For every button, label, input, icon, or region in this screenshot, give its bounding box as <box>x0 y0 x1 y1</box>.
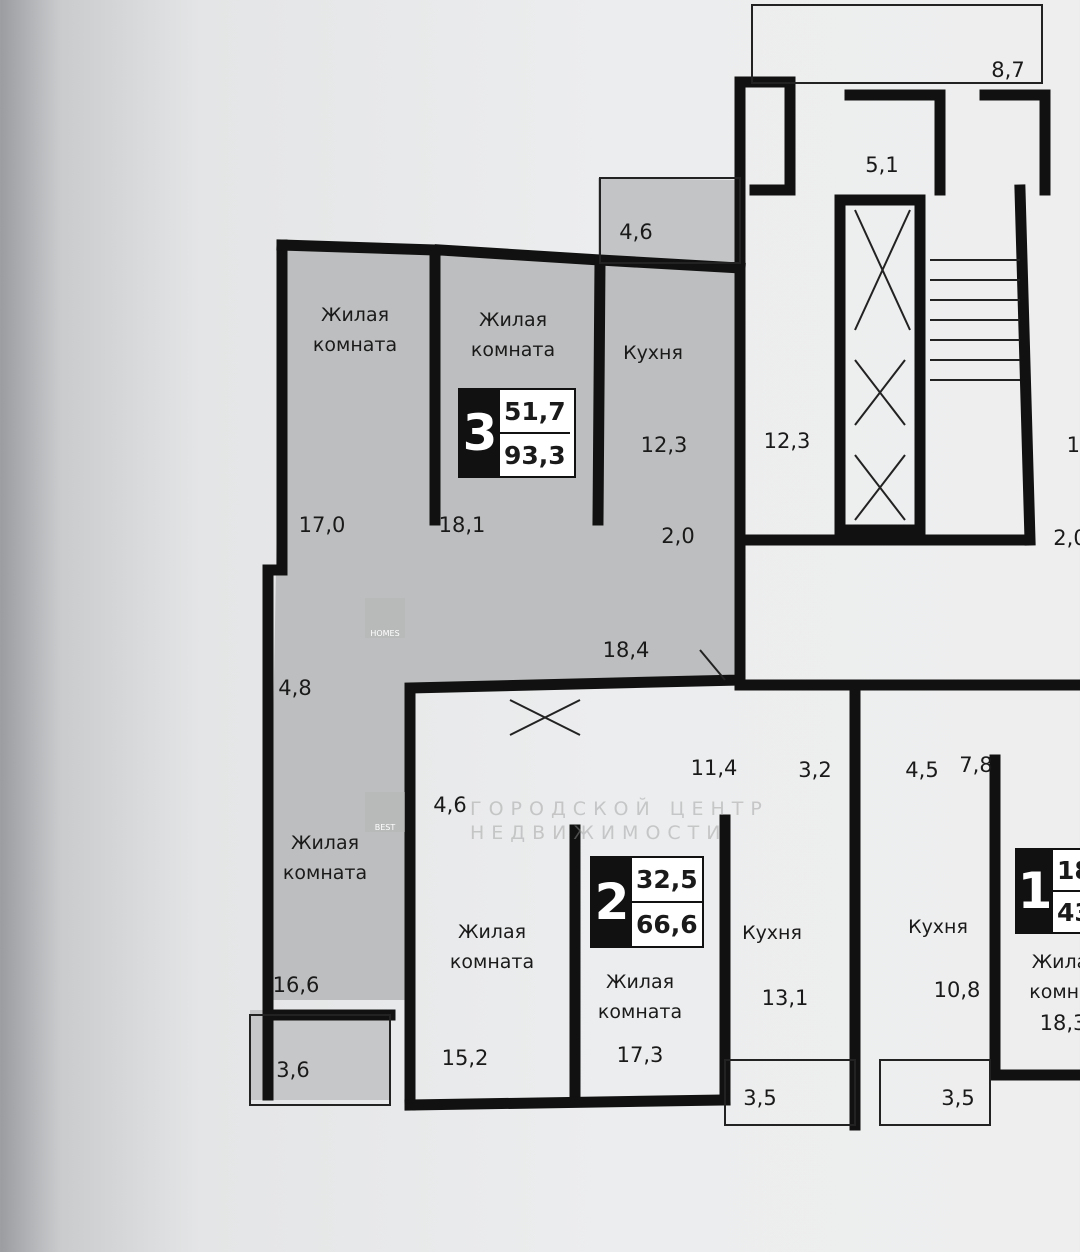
area-label: 3,2 <box>798 758 832 782</box>
apartment-1-badge: 1 1843 <box>1015 848 1080 934</box>
area-label: 7,8 <box>959 753 993 777</box>
watermark-logo-2: BEST <box>365 792 405 832</box>
watermark-line-2: НЕДВИЖИМОСТИ <box>470 822 728 844</box>
kitchen-label: Кухня <box>742 922 802 944</box>
watermark-line-1: ГОРОДСКОЙ ЦЕНТР <box>470 798 769 820</box>
area-label: 18,4 <box>602 638 650 662</box>
area-label: 11,4 <box>690 756 738 780</box>
area-label: 18,3 <box>1039 1011 1080 1035</box>
area-label: 4,8 <box>278 676 312 700</box>
kitchen-label: Кухня <box>908 916 968 938</box>
area-label: 8,7 <box>991 58 1025 82</box>
area-label: 3,5 <box>941 1086 975 1110</box>
watermark-logo: HOMES <box>365 598 405 638</box>
area-label: 18,1 <box>438 513 486 537</box>
area-label: 2,0 <box>661 524 695 548</box>
area-label: 4,5 <box>905 758 939 782</box>
area-label: 4,6 <box>433 793 467 817</box>
area-label: 17,0 <box>298 513 346 537</box>
area-label: 17,3 <box>616 1043 664 1067</box>
area-label: 10,8 <box>933 978 981 1002</box>
area-label: 15,2 <box>441 1046 489 1070</box>
room-label: Жилакомна <box>1029 951 1080 1003</box>
area-label: 2,0 <box>1053 526 1080 550</box>
area-label: 12,3 <box>763 429 811 453</box>
area-label: 12,3 <box>640 433 688 457</box>
kitchen-label: Кухня <box>623 342 683 364</box>
area-label: 5,1 <box>865 153 899 177</box>
area-label: 12 <box>1066 433 1080 457</box>
area-label: 16,6 <box>272 973 320 997</box>
area-label: 13,1 <box>761 986 809 1010</box>
area-label: 3,5 <box>743 1086 777 1110</box>
area-label: 4,6 <box>619 220 653 244</box>
area-label: 3,6 <box>276 1058 310 1082</box>
